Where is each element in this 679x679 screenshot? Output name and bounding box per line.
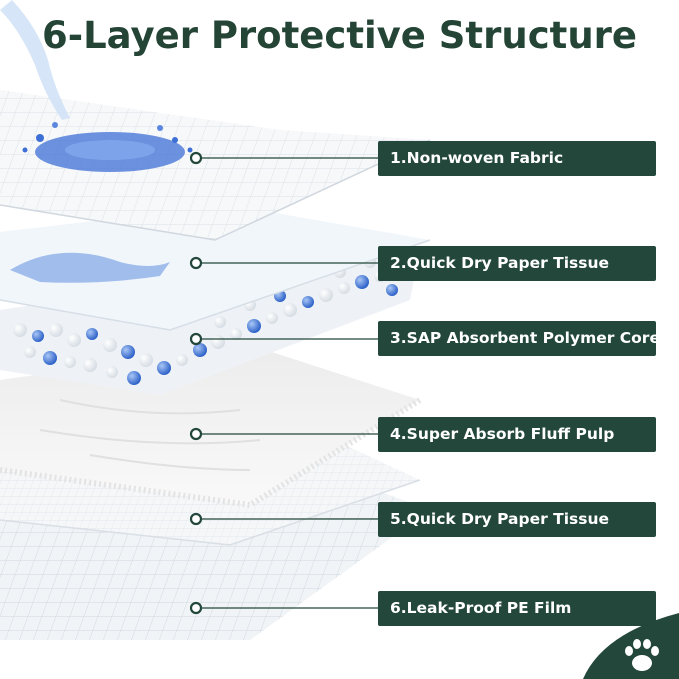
page-title: 6-Layer Protective Structure bbox=[41, 14, 638, 57]
layer-label-1: 1.Non-woven Fabric bbox=[378, 141, 656, 176]
connector-6 bbox=[189, 601, 378, 615]
layer-label-2: 2.Quick Dry Paper Tissue bbox=[378, 246, 656, 281]
paw-icon bbox=[583, 613, 679, 679]
layer-label-3: 3.SAP Absorbent Polymer Core bbox=[378, 321, 660, 356]
connector-2 bbox=[189, 256, 378, 270]
connector-3 bbox=[189, 332, 378, 346]
layer-label-4: 4.Super Absorb Fluff Pulp bbox=[378, 417, 656, 452]
connector-5 bbox=[189, 512, 378, 526]
layer-label-5: 5.Quick Dry Paper Tissue bbox=[378, 502, 656, 537]
layer-3-sheet bbox=[0, 250, 420, 395]
connector-4 bbox=[189, 427, 378, 441]
layer-1-sheet bbox=[0, 90, 431, 241]
layer-2-sheet bbox=[0, 205, 431, 331]
water-splash-icon bbox=[0, 0, 193, 172]
connector-1 bbox=[189, 151, 378, 165]
layer-label-6: 6.Leak-Proof PE Film bbox=[378, 591, 656, 626]
